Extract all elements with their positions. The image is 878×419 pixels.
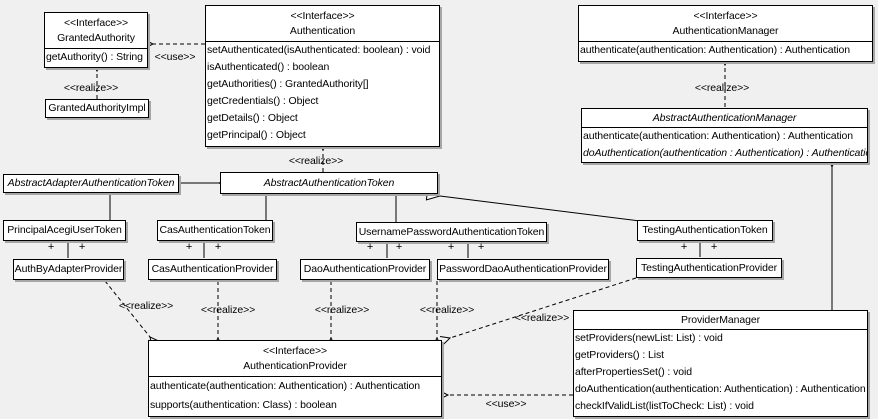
class-header: <<Interface>> GrantedAuthority — [45, 13, 147, 49]
method: doAuthentication(authentication : Authen… — [583, 147, 867, 159]
gen-edge-testingtoken-abstracttoken — [425, 188, 641, 222]
use-label: <<use>> — [154, 51, 196, 63]
class-name: PrincipalAcegiUserToken — [7, 224, 122, 236]
use-label: <<use>> — [485, 398, 527, 410]
class-name: Authentication — [289, 25, 356, 37]
class-username-password-authentication-token: UsernamePasswordAuthenticationToken — [356, 222, 547, 242]
class-name: GrantedAuthorityImpl — [48, 102, 146, 114]
multiplicity-plus: + — [680, 241, 688, 253]
class-name: ProviderManager — [574, 311, 867, 330]
stereotype: <<Interface>> — [693, 10, 758, 22]
method: authenticate(authentication: Authenticat… — [150, 380, 421, 392]
stereotype: <<Interface>> — [63, 17, 129, 29]
class-name: CasAuthenticationProvider — [151, 263, 274, 275]
realize-label: <<realize>> — [118, 300, 174, 312]
stereotype: <<Interface>> — [262, 345, 328, 357]
realize-label: <<realize>> — [314, 304, 370, 316]
class-name: AbstractAuthenticationManager — [582, 109, 867, 128]
class-header: <<Interface>> AuthenticationProvider — [149, 341, 441, 377]
method: getAuthorities() : GrantedAuthority[] — [207, 78, 369, 90]
class-name: UsernamePasswordAuthenticationToken — [358, 225, 545, 238]
class-name: AuthByAdapterProvider — [14, 263, 123, 275]
multiplicity-plus: + — [477, 241, 485, 253]
class-testing-authentication-provider: TestingAuthenticationProvider — [636, 258, 782, 278]
multiplicity-plus: + — [214, 241, 222, 253]
class-granted-authority: <<Interface>> GrantedAuthority getAuthor… — [44, 12, 148, 68]
multiplicity-plus: + — [366, 241, 374, 253]
class-name: AbstractAdapterAuthenticationToken — [7, 177, 175, 189]
multiplicity-plus: + — [395, 241, 403, 253]
method: getDetails() : Object — [207, 112, 298, 124]
multiplicity-plus: + — [78, 241, 86, 253]
method: getProviders() : List — [575, 349, 664, 361]
class-authentication-manager: <<Interface>> AuthenticationManager auth… — [578, 5, 873, 62]
method: isAuthenticated() : boolean — [207, 61, 330, 73]
realize-label: <<realize>> — [200, 304, 256, 316]
class-abstract-authentication-token: AbstractAuthenticationToken — [220, 172, 438, 194]
class-name: GrantedAuthority — [57, 32, 135, 44]
class-granted-authority-impl: GrantedAuthorityImpl — [45, 99, 149, 118]
method: checkIfValidList(listToCheck: List) : vo… — [575, 400, 754, 412]
realize-label: <<realize>> — [419, 304, 475, 316]
class-password-dao-authentication-provider: PasswordDaoAuthenticationProvider — [437, 259, 609, 280]
class-header: <<Interface>> Authentication — [206, 6, 439, 42]
class-principal-acegi-user-token: PrincipalAcegiUserToken — [3, 220, 126, 241]
class-abstract-adapter-authentication-token: AbstractAdapterAuthenticationToken — [3, 174, 179, 193]
method: setAuthenticated(isAuthenticated: boolea… — [207, 44, 431, 56]
class-name: CasAuthenticationToken — [159, 224, 271, 236]
method: getPrincipal() : Object — [207, 129, 306, 141]
class-name: AbstractAuthenticationToken — [263, 176, 395, 189]
class-authentication: <<Interface>> Authentication setAuthenti… — [205, 5, 440, 147]
method: supports(authentication: Class) : boolea… — [150, 399, 337, 411]
realize-label: <<realize>> — [694, 82, 750, 94]
method: setProviders(newList: List) : void — [575, 332, 723, 344]
class-abstract-authentication-manager: AbstractAuthenticationManager authentica… — [581, 108, 868, 163]
method: getCredentials() : Object — [207, 95, 319, 107]
class-name: TestingAuthenticationToken — [642, 224, 768, 236]
class-name: PasswordDaoAuthenticationProvider — [439, 263, 607, 275]
realize-label: <<realize>> — [288, 155, 344, 167]
stereotype: <<Interface>> — [290, 10, 355, 22]
multiplicity-plus: + — [710, 241, 718, 253]
class-authentication-provider: <<Interface>> AuthenticationProvider aut… — [148, 340, 442, 417]
multiplicity-plus: + — [447, 241, 455, 253]
method: getAuthority() : String — [46, 51, 143, 63]
class-dao-authentication-provider: DaoAuthenticationProvider — [300, 259, 430, 280]
method: authenticate(authentication: Authenticat… — [583, 130, 854, 142]
class-cas-authentication-provider: CasAuthenticationProvider — [148, 259, 277, 280]
method: afterPropertiesSet() : void — [575, 366, 692, 378]
method: doAuthentication(authentication: Authent… — [575, 383, 866, 395]
realize-label: <<realize>> — [514, 312, 570, 324]
class-name: TestingAuthenticationProvider — [640, 261, 777, 274]
class-provider-manager: ProviderManager setProviders(newList: Li… — [573, 310, 868, 417]
class-name: DaoAuthenticationProvider — [303, 263, 427, 275]
class-name: AuthenticationManager — [672, 25, 779, 37]
class-testing-authentication-token: TestingAuthenticationToken — [637, 220, 773, 241]
method: authenticate(authentication: Authenticat… — [580, 44, 851, 56]
class-header: <<Interface>> AuthenticationManager — [579, 6, 872, 42]
class-auth-by-adapter-provider: AuthByAdapterProvider — [13, 259, 124, 280]
realize-label: <<realize>> — [63, 82, 119, 94]
class-cas-authentication-token: CasAuthenticationToken — [157, 220, 273, 241]
class-name: AuthenticationProvider — [243, 360, 347, 372]
multiplicity-plus: + — [47, 241, 55, 253]
multiplicity-plus: + — [185, 241, 193, 253]
